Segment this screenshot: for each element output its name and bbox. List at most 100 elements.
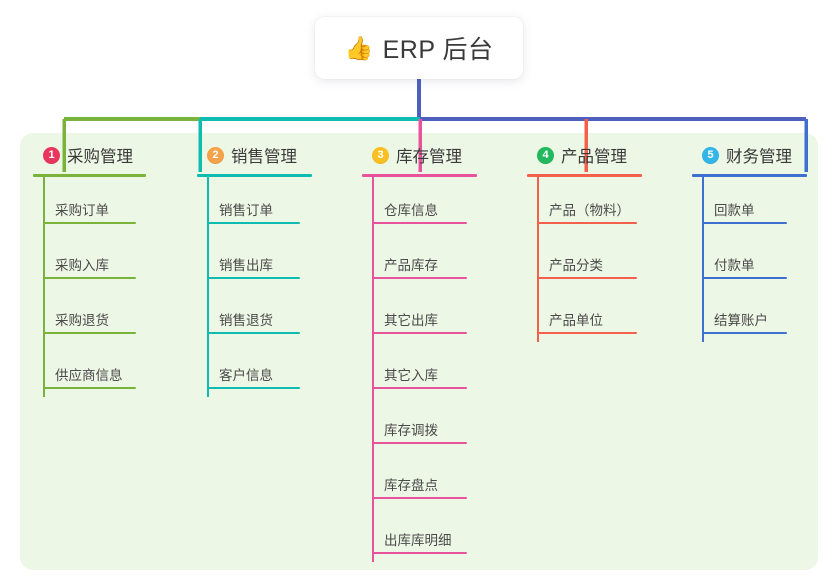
tree-item-rule (43, 387, 136, 389)
tree-item-label: 回款单 (714, 203, 755, 218)
tree-item-label: 采购退货 (55, 313, 109, 328)
column-badge-1: 1 (43, 146, 60, 164)
tree-item[interactable]: 采购入库 (33, 232, 146, 287)
tree-item-rule (372, 332, 467, 334)
tree-item[interactable]: 供应商信息 (33, 342, 146, 397)
column-badge-2: 2 (207, 146, 224, 164)
tree-item-label: 产品（物料） (549, 203, 630, 218)
tree-item-label: 销售退货 (219, 313, 273, 328)
tree-item[interactable]: 客户信息 (197, 342, 312, 397)
tree-item[interactable]: 产品（物料） (527, 177, 642, 232)
column-1: 1 采购管理采购订单采购入库采购退货供应商信息 (33, 143, 146, 397)
tree-item-rule (372, 222, 467, 224)
tree-item[interactable]: 其它出库 (362, 287, 477, 342)
tree-item-label: 结算账户 (714, 313, 768, 328)
tree-item-rule (702, 222, 787, 224)
tree-item-rule (372, 277, 467, 279)
tree-item-rule (702, 332, 787, 334)
tree-item-label: 出库库明细 (384, 533, 452, 548)
tree-item-label: 供应商信息 (55, 368, 123, 383)
column-5: 5 财务管理回款单付款单结算账户 (692, 143, 807, 342)
tree-item-label: 采购订单 (55, 203, 109, 218)
tree-item-label: 付款单 (714, 258, 755, 273)
column-items-3: 仓库信息产品库存其它出库其它入库库存调拨库存盘点出库库明细 (362, 177, 477, 562)
tree-item[interactable]: 库存盘点 (362, 452, 477, 507)
tree-item-label: 其它出库 (384, 313, 438, 328)
column-spine-3 (372, 177, 374, 562)
tree-item-rule (372, 442, 467, 444)
tree-item-rule (537, 277, 637, 279)
column-2: 2 销售管理销售订单销售出库销售退货客户信息 (197, 143, 312, 397)
tree-item-rule (43, 277, 136, 279)
tree-item-label: 库存盘点 (384, 478, 438, 493)
tree-item[interactable]: 结算账户 (692, 287, 807, 342)
tree-item[interactable]: 销售订单 (197, 177, 312, 232)
column-badge-4: 4 (537, 146, 554, 164)
tree-item-label: 仓库信息 (384, 203, 438, 218)
tree-item-rule (372, 387, 467, 389)
tree-item-label: 采购入库 (55, 258, 109, 273)
tree-item-rule (43, 222, 136, 224)
tree-item[interactable]: 产品分类 (527, 232, 642, 287)
column-header-2[interactable]: 2 销售管理 (197, 143, 312, 167)
column-header-1[interactable]: 1 采购管理 (33, 143, 146, 167)
column-title-1: 采购管理 (67, 148, 133, 166)
tree-item[interactable]: 销售退货 (197, 287, 312, 342)
column-items-5: 回款单付款单结算账户 (692, 177, 807, 342)
tree-item-label: 其它入库 (384, 368, 438, 383)
column-badge-3: 3 (372, 146, 389, 164)
tree-item-rule (537, 222, 637, 224)
tree-item[interactable]: 库存调拨 (362, 397, 477, 452)
thumbs-up-icon: 👍 (344, 34, 374, 61)
column-spine-1 (43, 177, 45, 397)
column-header-4[interactable]: 4 产品管理 (527, 143, 642, 167)
column-header-rule-4 (527, 174, 642, 177)
tree-item-label: 产品库存 (384, 258, 438, 273)
column-spine-4 (537, 177, 539, 342)
tree-item[interactable]: 出库库明细 (362, 507, 477, 562)
column-items-4: 产品（物料） 产品分类产品单位 (527, 177, 642, 342)
column-header-rule-1 (33, 174, 146, 177)
column-title-5: 财务管理 (726, 148, 792, 166)
tree-item-rule (43, 332, 136, 334)
tree-item-label: 库存调拨 (384, 423, 438, 438)
root-node-card[interactable]: 👍 ERP 后台 (315, 17, 523, 79)
tree-item-rule (372, 497, 467, 499)
column-badge-5: 5 (702, 146, 719, 164)
tree-item[interactable]: 采购退货 (33, 287, 146, 342)
tree-item[interactable]: 采购订单 (33, 177, 146, 232)
column-header-rule-3 (362, 174, 477, 177)
tree-item-label: 产品单位 (549, 313, 603, 328)
tree-item-label: 产品分类 (549, 258, 603, 273)
tree-item-rule (372, 552, 467, 554)
tree-item-rule (207, 332, 300, 334)
column-header-5[interactable]: 5 财务管理 (692, 143, 807, 167)
tree-item-rule (702, 277, 787, 279)
column-spine-2 (207, 177, 209, 397)
column-header-rule-2 (197, 174, 312, 177)
tree-item-label: 客户信息 (219, 368, 273, 383)
tree-item-label: 销售订单 (219, 203, 273, 218)
column-items-1: 采购订单采购入库采购退货供应商信息 (33, 177, 146, 397)
column-title-2: 销售管理 (231, 148, 297, 166)
tree-item[interactable]: 其它入库 (362, 342, 477, 397)
column-title-4: 产品管理 (561, 148, 627, 166)
tree-item[interactable]: 产品单位 (527, 287, 642, 342)
tree-item-rule (537, 332, 637, 334)
column-items-2: 销售订单销售出库销售退货客户信息 (197, 177, 312, 397)
column-4: 4 产品管理产品（物料） 产品分类产品单位 (527, 143, 642, 342)
tree-item[interactable]: 产品库存 (362, 232, 477, 287)
root-node-title: 👍 ERP 后台 (344, 30, 493, 66)
column-header-rule-5 (692, 174, 807, 177)
tree-item[interactable]: 仓库信息 (362, 177, 477, 232)
tree-item[interactable]: 销售出库 (197, 232, 312, 287)
tree-item[interactable]: 付款单 (692, 232, 807, 287)
tree-item-label: 销售出库 (219, 258, 273, 273)
tree-item[interactable]: 回款单 (692, 177, 807, 232)
tree-item-rule (207, 277, 300, 279)
tree-item-rule (207, 222, 300, 224)
